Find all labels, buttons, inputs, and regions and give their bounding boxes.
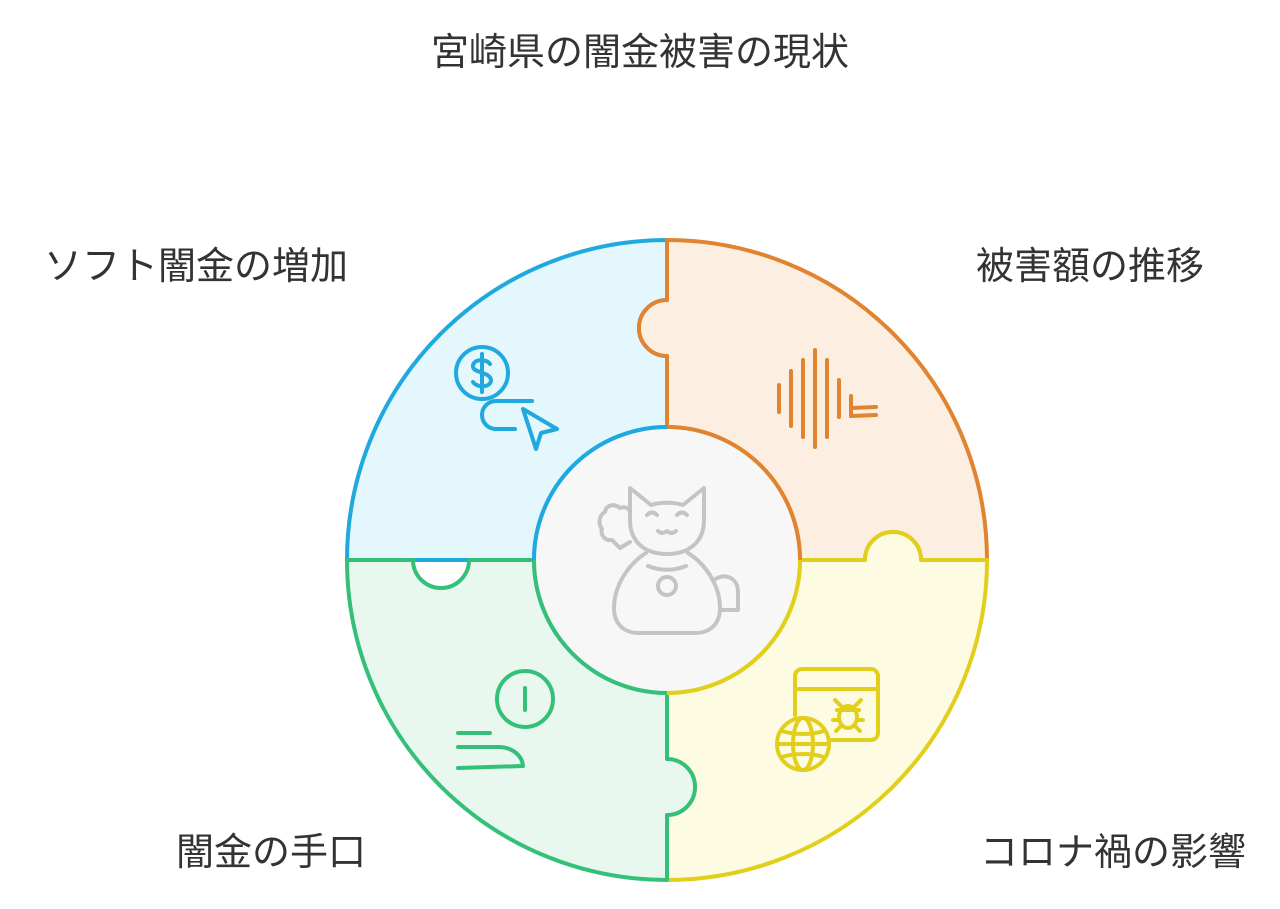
diagram-title: 宮崎県の闇金被害の現状 xyxy=(430,30,849,74)
globe-virus-icon xyxy=(775,667,880,772)
label-soft-loan-increase: ソフト闇金の増加 xyxy=(44,244,349,288)
dollar-click-icon xyxy=(454,345,559,451)
sound-wave-icon xyxy=(777,348,878,449)
lucky-cat-icon xyxy=(597,486,740,635)
label-covid-impact: コロナ禍の影響 xyxy=(979,830,1246,874)
segment-loan-methods xyxy=(345,558,697,882)
coin-hand-icon xyxy=(456,669,555,770)
label-damage-trend: 被害額の推移 xyxy=(975,244,1204,288)
label-loan-methods: 闇金の手口 xyxy=(176,830,367,874)
puzzle-piece-green xyxy=(345,558,697,882)
center-lucky-cat xyxy=(532,425,802,695)
